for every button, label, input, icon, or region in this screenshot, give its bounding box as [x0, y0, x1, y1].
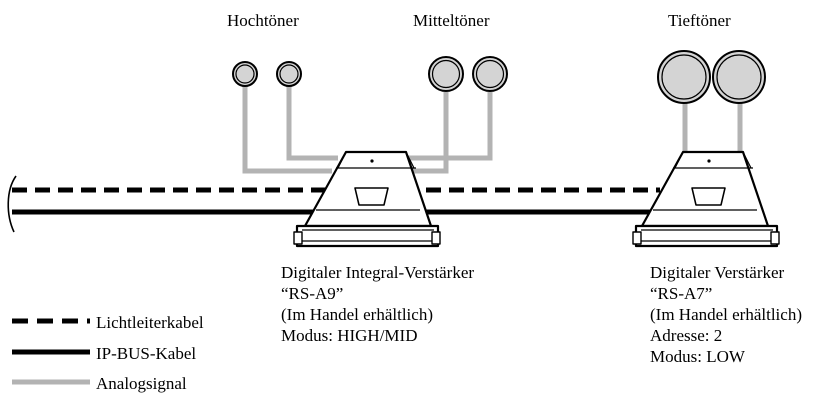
woofer-label: Tieftöner	[668, 11, 731, 30]
amplifier-rs-a7	[632, 150, 780, 248]
woofer-speaker-right	[712, 50, 766, 104]
amp-rs-a7-name: Digitaler Verstärker	[650, 263, 785, 282]
amp-rs-a9-model: “RS-A9”	[281, 284, 344, 303]
tweeter-label: Hochtöner	[227, 11, 299, 30]
amp-rs-a9-note: (Im Handel erhältlich)	[281, 305, 433, 324]
cable-cut-mark	[7, 175, 17, 233]
midrange-speakers	[428, 56, 508, 92]
amp-rs-a9-name: Digitaler Integral-Verstärker	[281, 263, 475, 282]
midrange-speaker-right-inner	[475, 59, 505, 89]
amp-rs-a7-label: Digitaler Verstärker “RS-A7” (Im Handel …	[650, 262, 802, 367]
midrange-left-wire	[404, 92, 449, 174]
amp-rs-a7-note: (Im Handel erhältlich)	[650, 305, 802, 324]
midrange-label: Mitteltöner	[413, 11, 490, 30]
woofer-speaker-left	[657, 50, 711, 104]
midrange-speaker-left	[428, 56, 464, 92]
midrange-speaker-left-inner	[431, 59, 461, 89]
amp-rs-a7-mode: Modus: LOW	[650, 347, 745, 366]
tweeter-speaker-left-inner	[235, 64, 255, 84]
midrange-speaker-right	[472, 56, 508, 92]
amp-rs-a9-label: Digitaler Integral-Verstärker “RS-A9” (I…	[281, 262, 474, 346]
midrange-right-wire	[404, 92, 493, 161]
amp-rs-a7-address: Adresse: 2	[650, 326, 723, 345]
tweeter-right-wire	[286, 87, 338, 161]
legend-samples	[12, 318, 90, 385]
amp-rs-a7-model: “RS-A7”	[650, 284, 713, 303]
woofer-speaker-left-inner	[661, 54, 707, 100]
amp-rs-a9-mode: Modus: HIGH/MID	[281, 326, 418, 345]
woofer-speakers	[657, 50, 766, 104]
legend-fiber-label: Lichtleiterkabel	[96, 313, 204, 332]
legend-ipbus-label: IP-BUS-Kabel	[96, 344, 197, 363]
amplifier-rs-a9	[293, 150, 441, 248]
tweeter-speakers	[232, 61, 302, 87]
legend-analog-label: Analogsignal	[96, 374, 187, 393]
analog-wires	[242, 87, 743, 174]
tweeter-speaker-right-inner	[279, 64, 299, 84]
woofer-speaker-right-inner	[716, 54, 762, 100]
tweeter-left-wire	[242, 87, 332, 174]
